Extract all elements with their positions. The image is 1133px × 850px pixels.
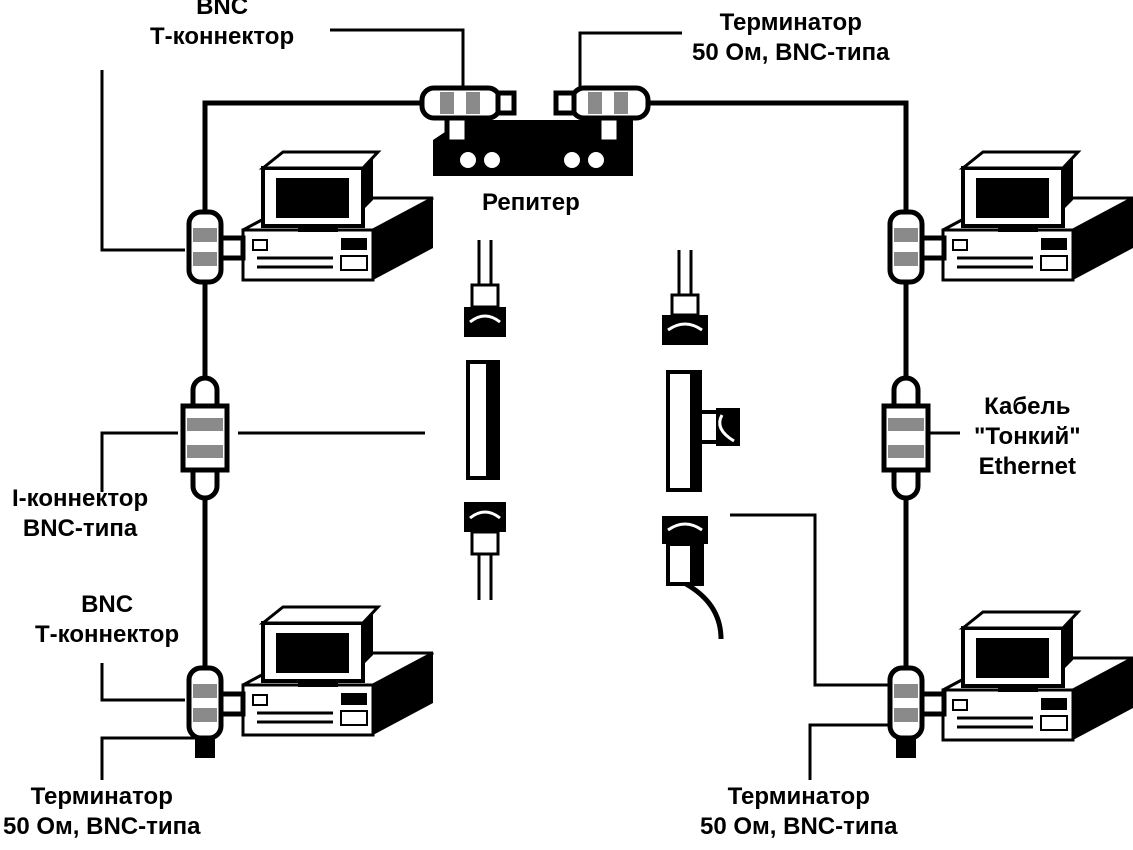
i-connector-left — [183, 378, 227, 498]
coax-cable — [202, 100, 909, 750]
label-top-terminator-line2: 50 Ом, BNC-типа — [692, 39, 890, 66]
t-connector-detail — [662, 250, 740, 640]
label-top-t-connector-line2: Т-коннектор — [150, 23, 295, 50]
label-i-connector-line1: I-коннектор — [12, 485, 149, 512]
label-bottom-left-terminator-line2: 50 Ом, BNC-типа — [3, 813, 201, 840]
label-bottom-left-terminator-line1: Терминатор — [30, 783, 173, 810]
label-cable: Кабель "Тонкий" Ethernet — [974, 392, 1081, 482]
label-cable-line3: Ethernet — [978, 453, 1076, 480]
terminator-bottom-right — [896, 738, 916, 758]
t-connector-top-left — [189, 212, 243, 282]
label-top-t-connector-line1: BNC — [196, 0, 249, 20]
label-bottom-t-connector-line2: Т-коннектор — [35, 621, 180, 648]
i-connector-detail — [464, 240, 506, 600]
leader-lines — [100, 28, 960, 780]
label-cable-line2: "Тонкий" — [974, 423, 1081, 450]
top-t-connector — [419, 85, 517, 121]
label-i-connector-line2: BNC-типа — [22, 515, 138, 542]
label-bottom-right-terminator-line1: Терминатор — [727, 783, 870, 810]
terminator-bottom-left — [195, 738, 215, 758]
label-repeater: Репитер — [482, 189, 580, 216]
computer-bottom-left — [241, 605, 435, 737]
t-connector-top-right — [890, 212, 944, 282]
repeater — [433, 107, 633, 176]
label-bottom-t-connector-line1: BNC — [81, 591, 134, 618]
top-terminator — [553, 85, 651, 121]
computer-bottom-right — [941, 610, 1133, 742]
label-top-terminator-line1: Терминатор — [719, 9, 862, 36]
i-connector-right — [884, 378, 928, 498]
t-connector-bottom-left — [189, 668, 243, 738]
computer-top-left — [241, 150, 435, 282]
label-bottom-t-connector: BNC Т-коннектор — [35, 590, 179, 650]
label-bottom-left-terminator: Терминатор 50 Ом, BNC-типа — [3, 782, 200, 842]
label-i-connector: I-коннектор BNC-типа — [12, 484, 148, 544]
label-top-t-connector: BNC Т-коннектор — [150, 0, 294, 52]
computer-top-right — [941, 150, 1133, 282]
t-connector-bottom-right — [890, 668, 944, 738]
label-top-terminator: Терминатор 50 Ом, BNC-типа — [692, 8, 889, 68]
label-cable-line1: Кабель — [984, 393, 1071, 420]
label-bottom-right-terminator: Терминатор 50 Ом, BNC-типа — [700, 782, 897, 842]
label-bottom-right-terminator-line2: 50 Ом, BNC-типа — [700, 813, 898, 840]
